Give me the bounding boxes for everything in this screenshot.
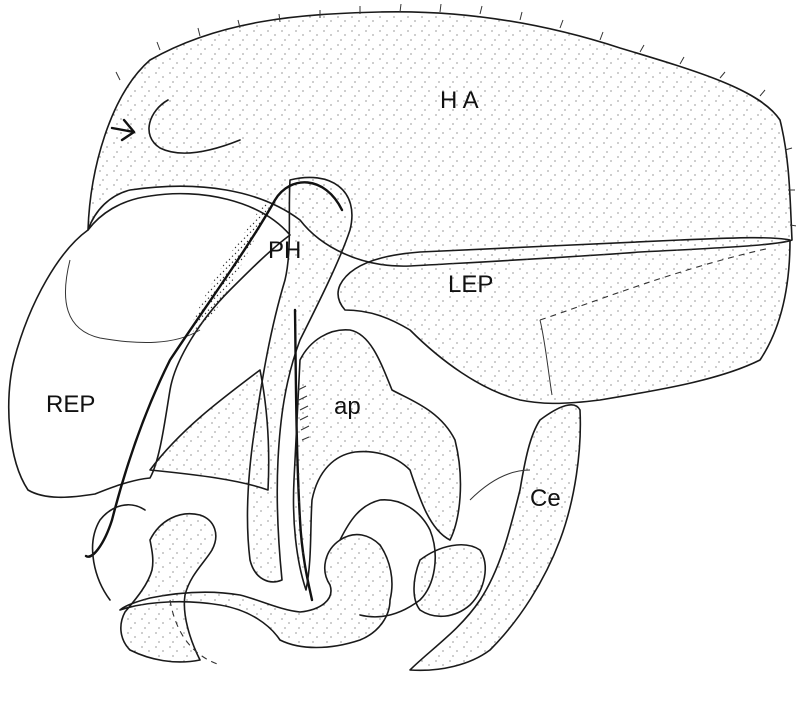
lower-sclerite-left	[93, 505, 145, 600]
label-right-epandrium: REP	[46, 391, 95, 418]
label-apodeme: ap	[334, 393, 361, 420]
ventral-sclerite	[150, 370, 269, 490]
right-epandrium-inner	[65, 260, 200, 343]
label-cercus: Ce	[530, 485, 561, 512]
label-left-epandrium: LEP	[448, 271, 493, 298]
label-phallus: PH	[268, 237, 301, 264]
head-appendage-outline	[88, 12, 792, 266]
gonopod-outline	[121, 514, 216, 662]
left-epandrium-outline	[338, 238, 790, 404]
label-head-appendage: H A	[440, 87, 479, 114]
lower-sclerite-right	[414, 545, 485, 617]
